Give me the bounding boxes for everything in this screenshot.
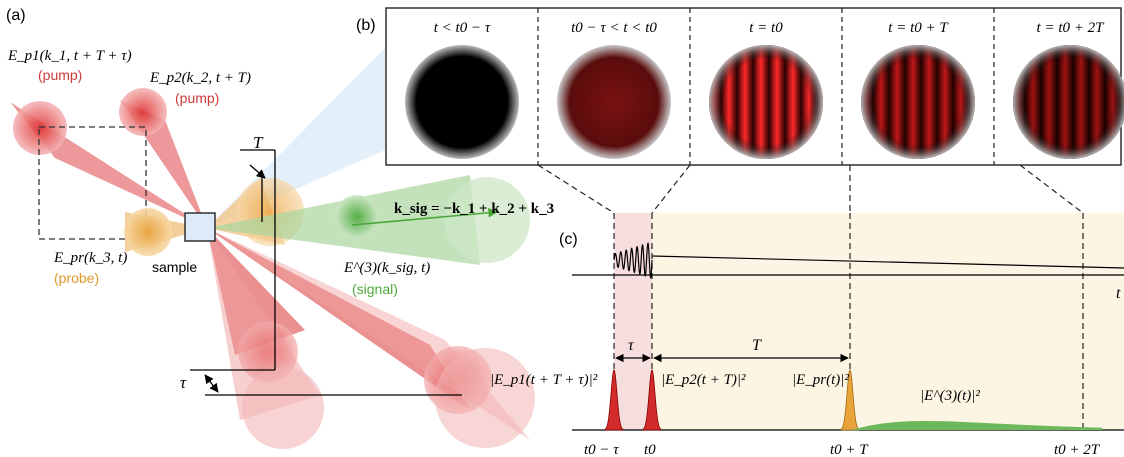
pump1-out-beam (207, 228, 470, 410)
panel-b: (b) t < t0 − τ t0 − τ < t < t0 t = t0 t … (356, 7, 1124, 166)
panel-a-label: (a) (6, 7, 26, 24)
T-delay-label: T (253, 133, 264, 152)
tick-t0-minus-tau: t0 − τ (584, 442, 619, 457)
probe-role: (probe) (54, 270, 99, 286)
pulse-pump1 (604, 369, 624, 431)
tick-t0-plus-2T: t0 + 2T (1054, 442, 1101, 457)
tick-t0: t0 (644, 442, 656, 457)
sample-label: sample (152, 259, 197, 275)
tau-arrow (204, 374, 219, 393)
projection-wedge (207, 48, 385, 228)
pump2-spot (119, 88, 167, 136)
frame-5-time: t = t0 + 2T (1037, 20, 1106, 36)
pump1-far-spot (435, 348, 535, 448)
grating-decay-line (651, 255, 1124, 269)
frame-3-time: t = t0 (749, 20, 783, 36)
proj-line-4 (1019, 164, 1084, 214)
panel-c: (c) t τ T |E_p1(t + T + τ)|² |E_p2(t + T… (490, 213, 1124, 457)
probe-label: E_pr(k_3, t) (53, 250, 127, 266)
pulse-probe (840, 369, 860, 431)
tau-delay-label: τ (180, 373, 187, 392)
upper-axis-label: t (1116, 285, 1121, 302)
panel-c-label: (c) (559, 231, 578, 248)
panel-a: (a) k_sig = −k_1 + k_2 + k_3 (6, 7, 554, 449)
signal-spot-near (335, 195, 379, 239)
pump1-role: (pump) (38, 67, 82, 83)
frame-4-spot (861, 45, 975, 159)
signal-role: (signal) (352, 281, 398, 297)
T-arrow (249, 164, 266, 179)
pulse-pr-label: |E_pr(t)|² (792, 372, 849, 388)
dashed-box (38, 126, 147, 240)
pulse-p1-label: |E_p1(t + T + τ)|² (490, 372, 598, 388)
probe-spot (124, 208, 172, 256)
pump2-label: E_p2(k_2, t + T) (149, 70, 251, 86)
pulse-signal (850, 421, 1102, 430)
pump1-spot (13, 101, 67, 155)
pump1-label: E_p1(k_1, t + T + τ) (7, 48, 132, 64)
proj-line-2 (651, 164, 691, 214)
tick-t0-plus-T: t0 + T (830, 442, 869, 457)
frame-2-time: t0 − τ < t < t0 (571, 20, 657, 36)
panel-b-label: (b) (356, 17, 376, 34)
pump2-role: (pump) (175, 90, 219, 106)
pulse-p2-label: |E_p2(t + T)|² (661, 372, 746, 388)
frame-3-spot (709, 45, 823, 159)
ksig-label: k_sig = −k_1 + k_2 + k_3 (394, 201, 554, 217)
pulse-sig-label: |E^(3)(t)|² (920, 388, 980, 404)
signal-label: E^(3)(k_sig, t) (343, 260, 430, 276)
projection-lines (537, 164, 1084, 214)
T-interval-label: T (752, 337, 762, 354)
grating-oscillation (613, 242, 653, 280)
cream-region (652, 213, 1124, 430)
sample-box (184, 212, 216, 242)
tau-interval-label: τ (628, 337, 635, 354)
pump2-far-spot (242, 367, 324, 449)
proj-line-1 (537, 164, 615, 214)
frame-4-time: t = t0 + T (888, 20, 949, 36)
signal-spot-far (444, 177, 530, 263)
frame-2-spot (557, 45, 671, 159)
ksig-arrow (351, 207, 498, 226)
pink-region (614, 213, 652, 430)
frame-1-spot (405, 45, 519, 159)
frame-1-time: t < t0 − τ (434, 20, 491, 36)
pulse-pump2 (642, 369, 662, 431)
